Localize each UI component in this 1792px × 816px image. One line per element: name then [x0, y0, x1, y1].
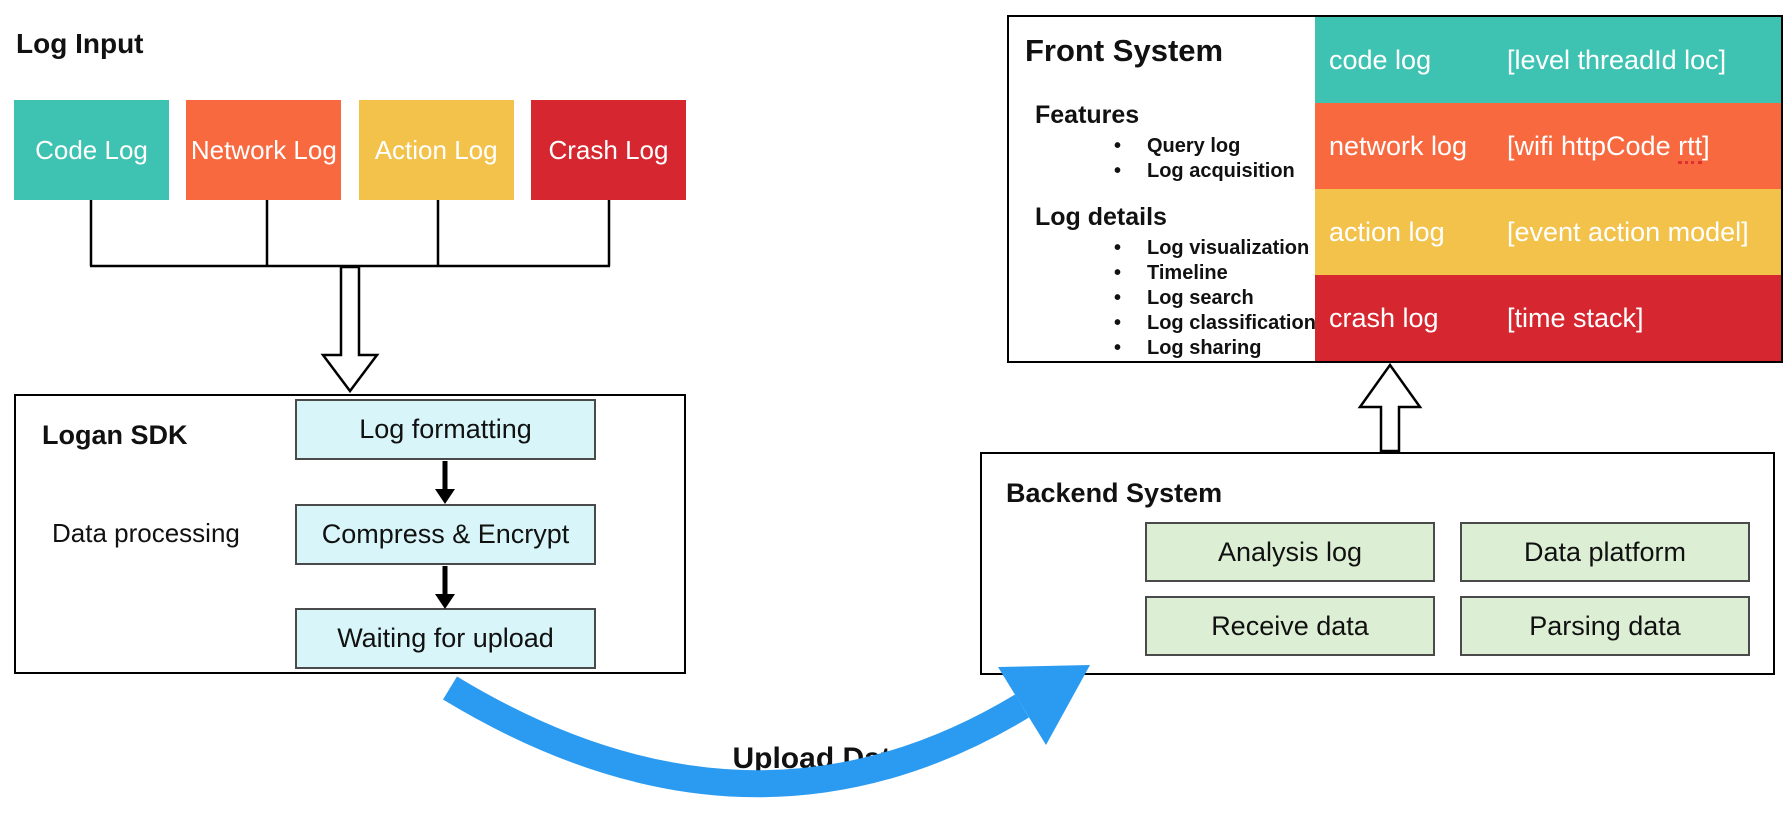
log-type-label: network log: [1329, 130, 1468, 161]
processing-step-box: Waiting for upload: [295, 608, 596, 669]
log-type-fields: [event action model]: [1507, 216, 1749, 247]
front-section-item: Log acquisition: [1035, 159, 1295, 184]
spellcheck-underline: rtt: [1678, 130, 1703, 164]
up-arrow-icon: [1357, 362, 1423, 453]
logan-sdk-title: Logan SDK: [42, 420, 188, 450]
front-section-item: Log visualization: [1035, 236, 1316, 261]
front-section-item: Log sharing: [1035, 336, 1316, 361]
logan-sdk-panel: Logan SDK Data processing Log formatting…: [14, 394, 686, 674]
backend-module-box: Parsing data: [1460, 596, 1750, 656]
log-input-row: Code Log Network Log Action Log Crash Lo…: [14, 100, 686, 200]
log-type-fields: [time stack]: [1507, 302, 1644, 333]
data-processing-label: Data processing: [52, 518, 240, 548]
backend-system-title: Backend System: [1006, 478, 1223, 508]
front-section-item: Timeline: [1035, 261, 1316, 286]
processing-step-label: Log formatting: [359, 414, 532, 444]
log-input-title: Log Input: [16, 28, 144, 59]
front-system-section: Log details Log visualizationTimelineLog…: [1035, 203, 1316, 361]
log-input-box: Network Log: [186, 100, 342, 200]
log-type-label: code log: [1329, 44, 1432, 75]
front-section-list: Log visualizationTimelineLog searchLog c…: [1035, 236, 1316, 361]
backend-module-box: Data platform: [1460, 522, 1750, 582]
front-section-heading: Features: [1035, 101, 1140, 129]
log-type-fields: [wifi httpCode rtt]: [1507, 130, 1710, 164]
upload-arrow-head-icon: [998, 665, 1090, 745]
upload-data-label: Upload Data: [732, 742, 908, 775]
log-type-bands: code log [level threadId loc] network lo…: [1315, 17, 1781, 361]
log-type-fields: [level threadId loc]: [1507, 44, 1727, 75]
log-input-box-label: Network Log: [190, 134, 337, 165]
backend-module-box: Analysis log: [1145, 522, 1435, 582]
backend-module-label: Receive data: [1211, 610, 1369, 641]
processing-step-label: Waiting for upload: [337, 623, 554, 653]
log-type-band: network log [wifi httpCode rtt]: [1315, 103, 1781, 189]
front-section-heading: Log details: [1035, 203, 1167, 231]
front-section-item: Query log: [1035, 134, 1295, 159]
log-type-band: crash log [time stack]: [1315, 275, 1781, 361]
front-section-item: Log classification: [1035, 311, 1316, 336]
front-section-list: Query logLog acquisition: [1035, 134, 1295, 184]
backend-module-box: Receive data: [1145, 596, 1435, 656]
backend-module-label: Data platform: [1523, 536, 1687, 567]
log-type-band: code log [level threadId loc]: [1315, 17, 1781, 103]
log-input-box-label: Crash Log: [548, 134, 669, 165]
front-section-item: Log search: [1035, 286, 1316, 311]
processing-step-box: Log formatting: [295, 399, 596, 460]
front-system-section: Features Query logLog acquisition: [1035, 101, 1295, 184]
log-type-band: action log [event action model]: [1315, 189, 1781, 275]
processing-step-label: Compress & Encrypt: [321, 519, 570, 549]
log-type-label: crash log: [1329, 302, 1439, 333]
backend-module-label: Analysis log: [1217, 536, 1363, 567]
log-input-box: Crash Log: [530, 100, 686, 200]
log-input-box-label: Action Log: [374, 134, 498, 165]
processing-step-box: Compress & Encrypt: [295, 504, 596, 565]
down-arrow-icon: [320, 265, 380, 394]
front-system-panel: Front System Features Query logLog acqui…: [1007, 15, 1783, 363]
input-connector-lines: [89, 200, 611, 268]
log-input-box: Action Log: [358, 100, 514, 200]
log-type-label: action log: [1329, 216, 1445, 247]
front-system-title: Front System: [1025, 33, 1224, 68]
log-input-box-label: Code Log: [35, 134, 148, 165]
backend-module-label: Parsing data: [1529, 610, 1681, 641]
backend-system-panel: Backend System Analysis log Data platfor…: [980, 452, 1775, 675]
log-input-box: Code Log: [14, 100, 169, 200]
